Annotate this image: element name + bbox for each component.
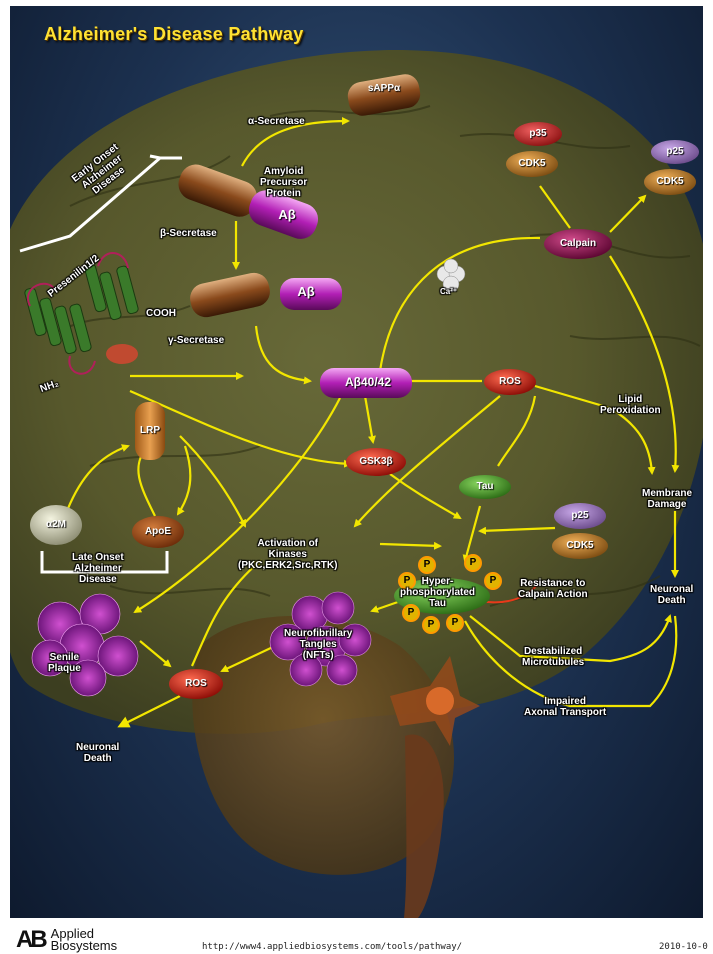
brain-stem [404, 734, 444, 918]
phospho-7: P [446, 614, 464, 632]
logo-mark: AB [16, 926, 45, 954]
nft-label: Neurofibrillary Tangles (NFTs) [284, 628, 352, 661]
neuronal-death-right-label: Neuronal Death [650, 584, 693, 606]
alpha-secretase-label: α-Secretase [248, 116, 305, 127]
abeta-mid-label: Aβ [286, 286, 326, 298]
resistance-label: Resistance to Calpain Action [518, 578, 588, 600]
gamma-secretase-label: γ-Secretase [168, 335, 224, 346]
p25-top-label: p25 [655, 146, 695, 158]
lrp-label: LRP [132, 425, 168, 437]
cdk5-top-label: CDK5 [510, 158, 554, 170]
logo-line2: Biosystems [51, 938, 117, 953]
phospho-3: P [464, 554, 482, 572]
abeta4042-label: Aβ40/42 [328, 376, 408, 388]
neuronal-death-left-label: Neuronal Death [76, 742, 119, 764]
applied-biosystems-logo: AB Applied Biosystems [16, 926, 117, 954]
ros-mid-label: ROS [488, 376, 532, 388]
kinases-label: Activation of Kinases (PKC,ERK2,Src,RTK) [238, 538, 337, 571]
late-onset-label: Late Onset Alzheimer Disease [72, 552, 124, 585]
sappa-label: sAPPα [356, 83, 412, 95]
lipid-label: Lipid Peroxidation [600, 394, 661, 416]
a2m-label: α2M [36, 519, 76, 531]
impaired-label: Impaired Axonal Transport [524, 696, 606, 718]
app-label: Amyloid Precursor Protein [260, 166, 307, 199]
p25-mid-label: p25 [560, 510, 600, 522]
senile-plaque-label: Senile Plaque [48, 652, 81, 674]
logo-text: Applied Biosystems [51, 928, 117, 952]
pathway-diagram: Alzheimer's Disease Pathway P P P P P P … [10, 6, 703, 918]
ca2-label: Ca²⁺ [440, 286, 457, 297]
abeta-app-label: Aβ [272, 209, 302, 221]
hypertau-label: Hyper- phosphorylated Tau [400, 576, 475, 609]
source-url: http://www4.appliedbiosystems.com/tools/… [202, 942, 462, 952]
ros-low-label: ROS [174, 678, 218, 690]
apoe-label: ApoE [136, 526, 180, 538]
page-title: Alzheimer's Disease Pathway [44, 24, 304, 45]
calpain-label: Calpain [544, 238, 612, 250]
destabilized-label: Destabilized Microtubules [522, 646, 584, 668]
presenilin-partner [106, 344, 138, 364]
print-date: 2010-10-0 [659, 942, 713, 952]
membrane-label: Membrane Damage [642, 488, 692, 510]
cooh-label: COOH [146, 308, 176, 319]
phospho-4: P [484, 572, 502, 590]
phospho-2: P [418, 556, 436, 574]
phospho-6: P [422, 616, 440, 634]
p35-label: p35 [518, 128, 558, 140]
cdk5-mid-label: CDK5 [558, 540, 602, 552]
gsk3b-label: GSK3β [348, 456, 404, 468]
cdk5-top-right-label: CDK5 [648, 176, 692, 188]
tau-label: Tau [465, 481, 505, 493]
beta-secretase-label: β-Secretase [160, 228, 217, 239]
